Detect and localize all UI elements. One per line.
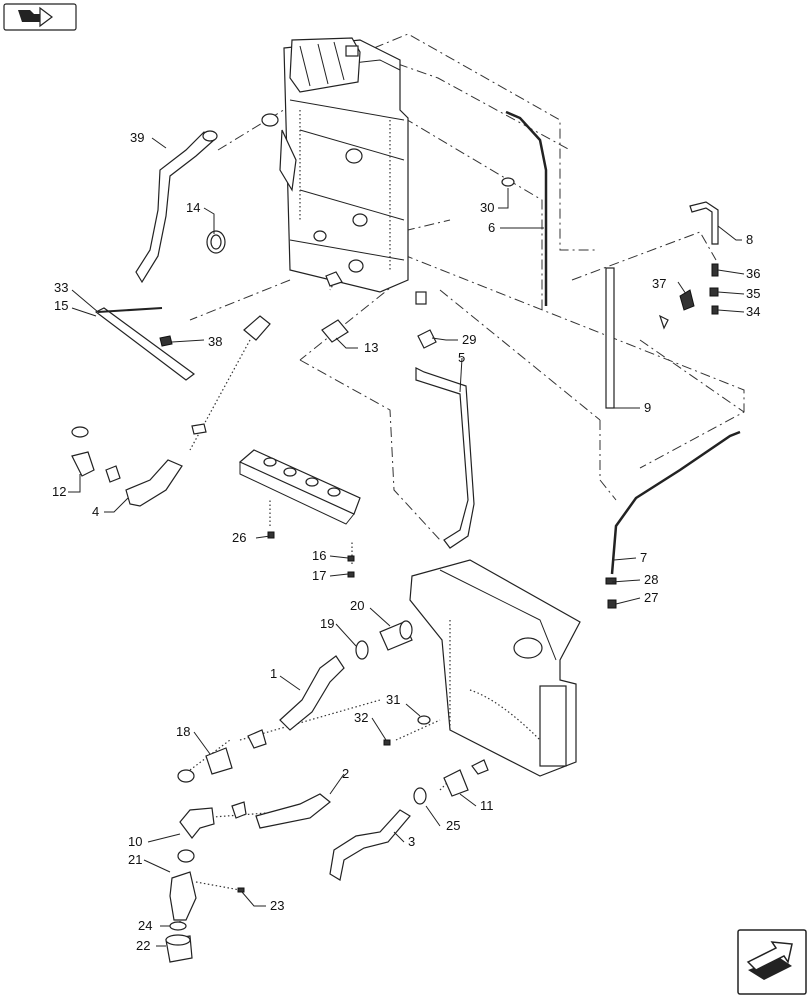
- callout-20[interactable]: 20: [350, 598, 364, 613]
- elbow-21: [169, 849, 197, 921]
- seal-strip-9: [605, 267, 615, 409]
- callout-29[interactable]: 29: [462, 332, 476, 347]
- callout-32[interactable]: 32: [354, 710, 368, 725]
- leader-lines: [68, 137, 745, 947]
- callout-labels: 39 14 30 6 8 36 37 35 34 33 15 38 13 29 …: [52, 130, 760, 953]
- hose-3: [329, 809, 411, 881]
- next-page-button[interactable]: [737, 929, 807, 995]
- callout-35[interactable]: 35: [746, 286, 760, 301]
- callout-37[interactable]: 37: [652, 276, 666, 291]
- callout-17[interactable]: 17: [312, 568, 326, 583]
- callout-18[interactable]: 18: [176, 724, 190, 739]
- next-page-arrow-icon: [746, 941, 793, 980]
- callout-25[interactable]: 25: [446, 818, 460, 833]
- ring-24: [169, 921, 187, 931]
- callout-11[interactable]: 11: [480, 798, 494, 813]
- callout-5[interactable]: 5: [458, 350, 465, 365]
- callout-10[interactable]: 10: [128, 834, 142, 849]
- callout-27[interactable]: 27: [644, 590, 658, 605]
- clamp-25: [413, 787, 427, 805]
- callout-1[interactable]: 1: [270, 666, 277, 681]
- cap-30: [501, 177, 515, 187]
- callout-16[interactable]: 16: [312, 548, 326, 563]
- hose-39: [135, 130, 218, 284]
- callout-8[interactable]: 8: [746, 232, 753, 247]
- elbow-hose-4: [105, 423, 207, 507]
- callout-39[interactable]: 39: [130, 130, 144, 145]
- callout-6[interactable]: 6: [488, 220, 495, 235]
- callout-22[interactable]: 22: [136, 938, 150, 953]
- o-ring-14: [206, 230, 226, 254]
- fitting-13: [321, 319, 349, 343]
- hose-1: [247, 655, 345, 749]
- fitting-37: [658, 289, 695, 330]
- hose-5: [415, 291, 475, 549]
- callout-28[interactable]: 28: [644, 572, 658, 587]
- bracket-26: [238, 449, 361, 539]
- radiator-assembly: [261, 37, 409, 293]
- callout-38[interactable]: 38: [208, 334, 222, 349]
- callout-24[interactable]: 24: [138, 918, 152, 933]
- clamp-31: [417, 715, 431, 725]
- clamp-19: [355, 640, 369, 660]
- callout-34[interactable]: 34: [746, 304, 760, 319]
- callout-3[interactable]: 3: [408, 834, 415, 849]
- pipe-7: [605, 430, 741, 609]
- hose-upper-elbow: [243, 271, 343, 341]
- callout-26[interactable]: 26: [232, 530, 246, 545]
- coupler-20: [379, 620, 413, 651]
- cap-22: [165, 934, 193, 963]
- elbow-10: [179, 807, 215, 839]
- callout-15[interactable]: 15: [54, 298, 68, 313]
- callout-31[interactable]: 31: [386, 692, 400, 707]
- callout-13[interactable]: 13: [364, 340, 378, 355]
- seal-15: [94, 307, 196, 381]
- callout-30[interactable]: 30: [480, 200, 494, 215]
- callout-33[interactable]: 33: [54, 280, 68, 295]
- screw-38: [159, 335, 173, 347]
- callout-21[interactable]: 21: [128, 852, 142, 867]
- screw-32: [383, 739, 391, 746]
- callout-23[interactable]: 23: [270, 898, 284, 913]
- fan-shroud: [409, 559, 581, 777]
- callout-19[interactable]: 19: [320, 616, 334, 631]
- callout-9[interactable]: 9: [644, 400, 651, 415]
- bolt-16-17: [347, 555, 355, 578]
- hose-2: [231, 793, 331, 829]
- wire-33: [97, 307, 163, 313]
- tube-6: [505, 110, 548, 306]
- screw-23: [237, 887, 245, 893]
- callout-36[interactable]: 36: [746, 266, 760, 281]
- callout-12[interactable]: 12: [52, 484, 66, 499]
- callout-4[interactable]: 4: [92, 504, 99, 519]
- callout-14[interactable]: 14: [186, 200, 200, 215]
- hose-8: [689, 201, 719, 315]
- book-arrow-icon: [18, 6, 53, 28]
- prev-page-button[interactable]: [3, 3, 77, 31]
- callout-2[interactable]: 2: [342, 766, 349, 781]
- clamp-12: [71, 426, 95, 477]
- callout-7[interactable]: 7: [640, 550, 647, 565]
- coupler-18: [177, 747, 233, 783]
- coupler-11: [443, 759, 489, 797]
